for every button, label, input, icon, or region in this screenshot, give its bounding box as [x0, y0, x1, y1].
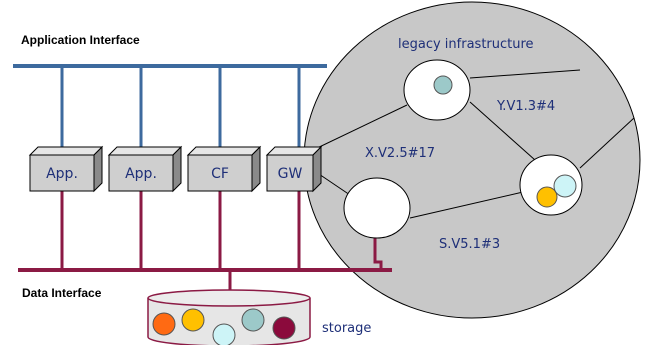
component-label-cf: CF [211, 166, 229, 182]
node-top-to-node-right-link [469, 101, 536, 161]
link-label-y: Y.V1.3#4 [496, 99, 555, 114]
node-right-to-edge-link [579, 117, 635, 169]
legacy-node-s [343, 177, 411, 239]
data-interface-label: Data Interface [22, 286, 102, 300]
component-label-app-1: App. [46, 166, 78, 182]
node-s-to-node-right-link [409, 191, 524, 219]
node-top-to-edge-link [469, 69, 581, 79]
legacy-node-top-disk [433, 75, 453, 95]
storage-label: storage [322, 321, 371, 336]
legacy-infrastructure-label: legacy infrastructure [398, 37, 534, 52]
component-box-app-1: App. [28, 145, 104, 193]
component-box-app-2: App. [107, 145, 183, 193]
legacy-node-right [519, 154, 583, 216]
storage-disk-cyan [212, 323, 236, 345]
component-label-app-2: App. [125, 166, 157, 182]
link-label-s: S.V5.1#3 [439, 237, 500, 252]
storage-disk-yellow [181, 308, 205, 332]
component-label-gw: GW [278, 166, 303, 182]
legacy-node-right-disk-cyan [553, 174, 577, 198]
storage-cylinder [147, 289, 311, 345]
legacy-node-right-disk-yellow [536, 186, 558, 208]
link-label-x: X.V2.5#17 [365, 146, 435, 161]
storage-disk-orange [152, 312, 176, 336]
storage-disk-maroon [272, 316, 296, 340]
application-interface-label: Application Interface [21, 33, 140, 47]
storage-disk-teal [241, 308, 265, 332]
gw-to-node-x-link [312, 104, 408, 151]
component-box-gw: GW [265, 145, 323, 193]
component-box-cf: CF [186, 145, 262, 193]
legacy-data-link [373, 238, 383, 270]
